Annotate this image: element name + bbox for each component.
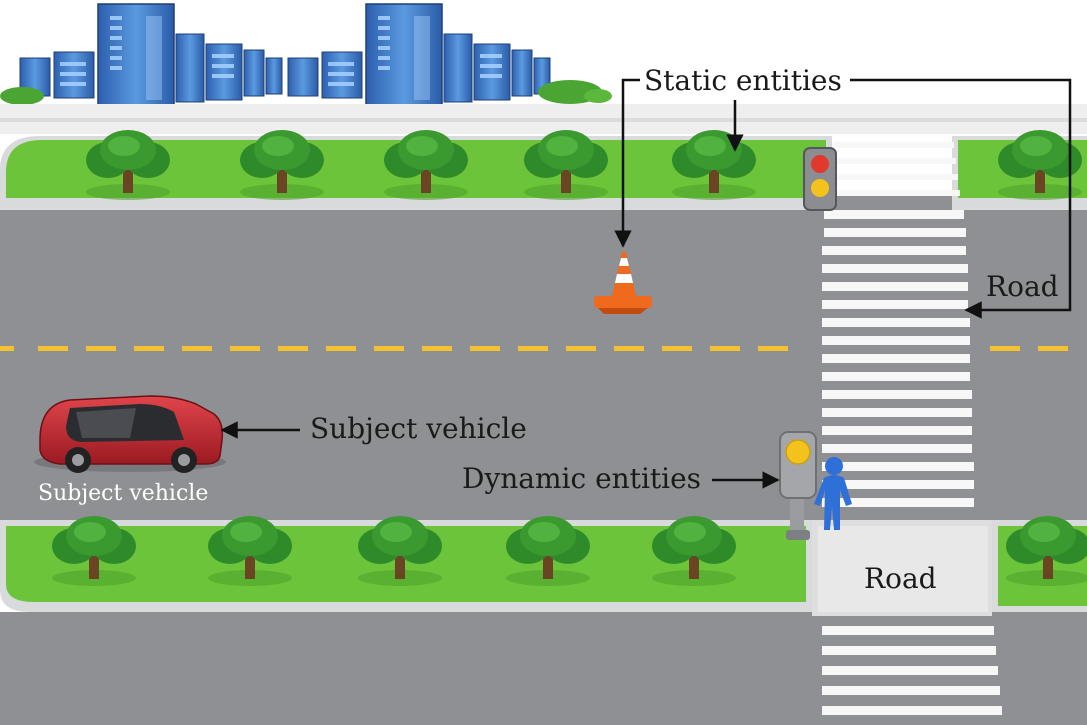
traffic-light-icon [803, 147, 837, 211]
subject-vehicle-annotation: Subject vehicle [220, 412, 527, 445]
subject-vehicle-caption: Subject vehicle [38, 481, 208, 506]
static-entities-annotation: Static entities [614, 64, 1072, 319]
road-label-bottom: Road [864, 562, 937, 595]
crosswalk [822, 142, 1002, 715]
pedestrian-icon [814, 457, 852, 530]
arrow-to-road [850, 78, 1072, 319]
subject-vehicle-callout-label: Subject vehicle [310, 412, 527, 445]
arrow-to-cone [614, 78, 640, 248]
dynamic-entities-annotation: Dynamic entities [462, 462, 780, 495]
bush-icon [0, 80, 612, 105]
car-icon [34, 395, 226, 473]
dynamic-entities-label: Dynamic entities [462, 462, 701, 495]
road-label-top: Road [986, 270, 1059, 303]
static-entities-label: Static entities [644, 64, 842, 97]
pedestrian-signal-icon [779, 431, 817, 540]
lane-divider [0, 346, 1068, 351]
traffic-cone-icon [594, 252, 652, 314]
